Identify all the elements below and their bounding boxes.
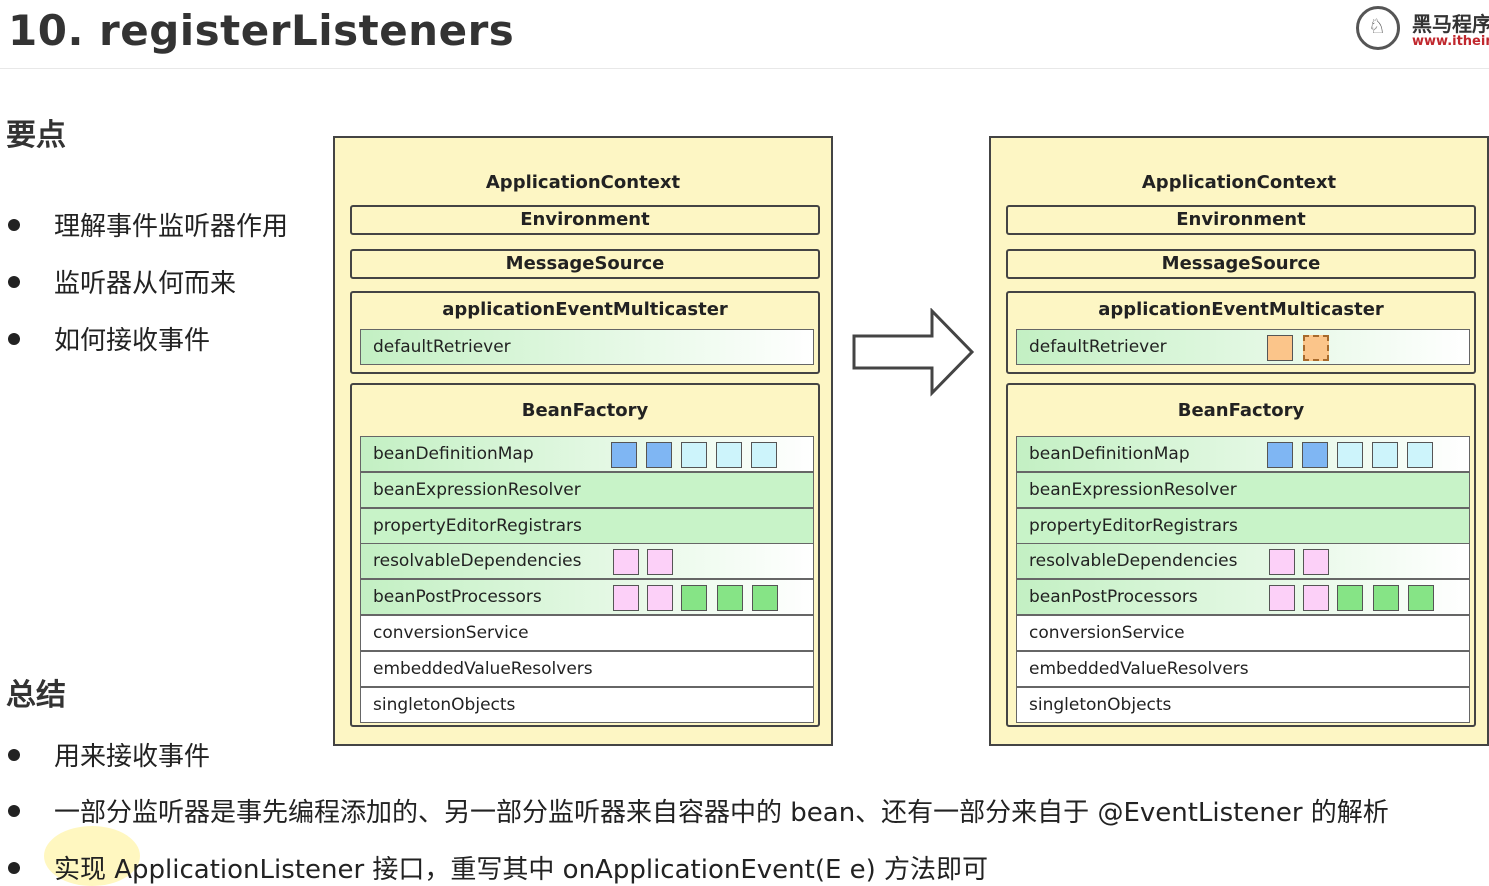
application-context-after: ApplicationContext Environment MessageSo… <box>989 136 1489 746</box>
page-title: 10. registerListeners <box>8 6 515 55</box>
bean-definition-square <box>646 442 672 468</box>
bean-definition-square <box>751 442 777 468</box>
bullet-icon <box>8 861 20 874</box>
message-source-bar: MessageSource <box>1006 249 1476 279</box>
embedded-value-resolvers-row: embeddedValueResolvers <box>360 651 814 687</box>
context-title: ApplicationContext <box>1141 172 1337 193</box>
multicaster-group: applicationEventMulticaster defaultRetri… <box>1006 291 1476 374</box>
summary-item: 用来接收事件 <box>8 736 210 773</box>
logo-name: 黑马程序 <box>1412 12 1489 36</box>
embedded-value-resolvers-row: embeddedValueResolvers <box>1016 651 1470 687</box>
bean-definition-square <box>681 442 707 468</box>
message-source-bar: MessageSource <box>350 249 820 279</box>
environment-bar: Environment <box>350 205 820 235</box>
bean-factory-group: BeanFactory beanDefinitionMap beanExpres… <box>1006 383 1476 727</box>
header-divider <box>0 68 1489 69</box>
post-processor-square <box>1303 585 1329 611</box>
dependency-square <box>647 549 673 575</box>
bean-definition-square <box>1407 442 1433 468</box>
environment-bar: Environment <box>1006 205 1476 235</box>
bean-expression-resolver-row: beanExpressionResolver <box>1016 472 1470 508</box>
resolvable-dependencies-row: resolvableDependencies <box>360 543 814 579</box>
bean-definition-square <box>1302 442 1328 468</box>
bullet-icon <box>8 218 20 231</box>
dependency-square <box>613 549 639 575</box>
bean-definition-square <box>1337 442 1363 468</box>
post-processor-square <box>613 585 639 611</box>
summary-heading: 总结 <box>6 678 66 713</box>
property-editor-registrars-row: propertyEditorRegistrars <box>360 508 814 544</box>
retriever-row: defaultRetriever <box>1016 329 1470 365</box>
bean-expression-resolver-row: beanExpressionResolver <box>360 472 814 508</box>
bean-factory-title: BeanFactory <box>521 400 649 421</box>
post-processor-square <box>1337 585 1363 611</box>
bullet-icon <box>8 748 20 761</box>
bean-post-processors-row: beanPostProcessors <box>1016 579 1470 615</box>
bean-definition-map-row: beanDefinitionMap <box>1016 436 1470 472</box>
post-processor-square <box>647 585 673 611</box>
key-point-item: 监听器从何而来 <box>8 263 236 300</box>
logo-circle-icon <box>1356 6 1400 50</box>
bullet-icon <box>8 332 20 345</box>
retriever-row: defaultRetriever <box>360 329 814 365</box>
brand-logo: ♘ 黑马程序 www.itheima <box>1354 4 1489 54</box>
multicaster-title: applicationEventMulticaster <box>442 299 728 320</box>
logo-url: www.itheima <box>1412 34 1489 49</box>
conversion-service-row: conversionService <box>360 615 814 651</box>
key-point-item: 理解事件监听器作用 <box>8 206 288 243</box>
application-context-before: ApplicationContext Environment MessageSo… <box>333 136 833 746</box>
resolvable-dependencies-row: resolvableDependencies <box>1016 543 1470 579</box>
listener-square <box>1267 335 1293 361</box>
bean-definition-square <box>611 442 637 468</box>
multicaster-title: applicationEventMulticaster <box>1098 299 1384 320</box>
singleton-objects-row: singletonObjects <box>360 687 814 723</box>
bullet-icon <box>8 275 20 288</box>
key-points-heading: 要点 <box>6 118 66 153</box>
transition-arrow-icon <box>852 308 975 397</box>
context-title: ApplicationContext <box>485 172 681 193</box>
post-processor-square <box>681 585 707 611</box>
post-processor-square <box>1373 585 1399 611</box>
multicaster-group: applicationEventMulticaster defaultRetri… <box>350 291 820 374</box>
bean-factory-title: BeanFactory <box>1177 400 1305 421</box>
dependency-square <box>1303 549 1329 575</box>
post-processor-square <box>1269 585 1295 611</box>
dependency-square <box>1269 549 1295 575</box>
post-processor-square <box>752 585 778 611</box>
property-editor-registrars-row: propertyEditorRegistrars <box>1016 508 1470 544</box>
summary-item: 一部分监听器是事先编程添加的、另一部分监听器来自容器中的 bean、还有一部分来… <box>8 792 1389 829</box>
listener-square-dashed <box>1303 335 1329 361</box>
bean-definition-square <box>1267 442 1293 468</box>
conversion-service-row: conversionService <box>1016 615 1470 651</box>
post-processor-square <box>717 585 743 611</box>
bean-factory-group: BeanFactory beanDefinitionMap beanExpres… <box>350 383 820 727</box>
key-point-item: 如何接收事件 <box>8 320 210 357</box>
bullet-icon <box>8 804 20 817</box>
bean-definition-square <box>1372 442 1398 468</box>
horse-icon: ♘ <box>1368 14 1386 38</box>
bean-definition-square <box>716 442 742 468</box>
bean-definition-map-row: beanDefinitionMap <box>360 436 814 472</box>
bean-post-processors-row: beanPostProcessors <box>360 579 814 615</box>
cursor-highlight <box>44 826 140 886</box>
summary-item: 实现 ApplicationListener 接口，重写其中 onApplica… <box>8 849 988 886</box>
singleton-objects-row: singletonObjects <box>1016 687 1470 723</box>
post-processor-square <box>1408 585 1434 611</box>
